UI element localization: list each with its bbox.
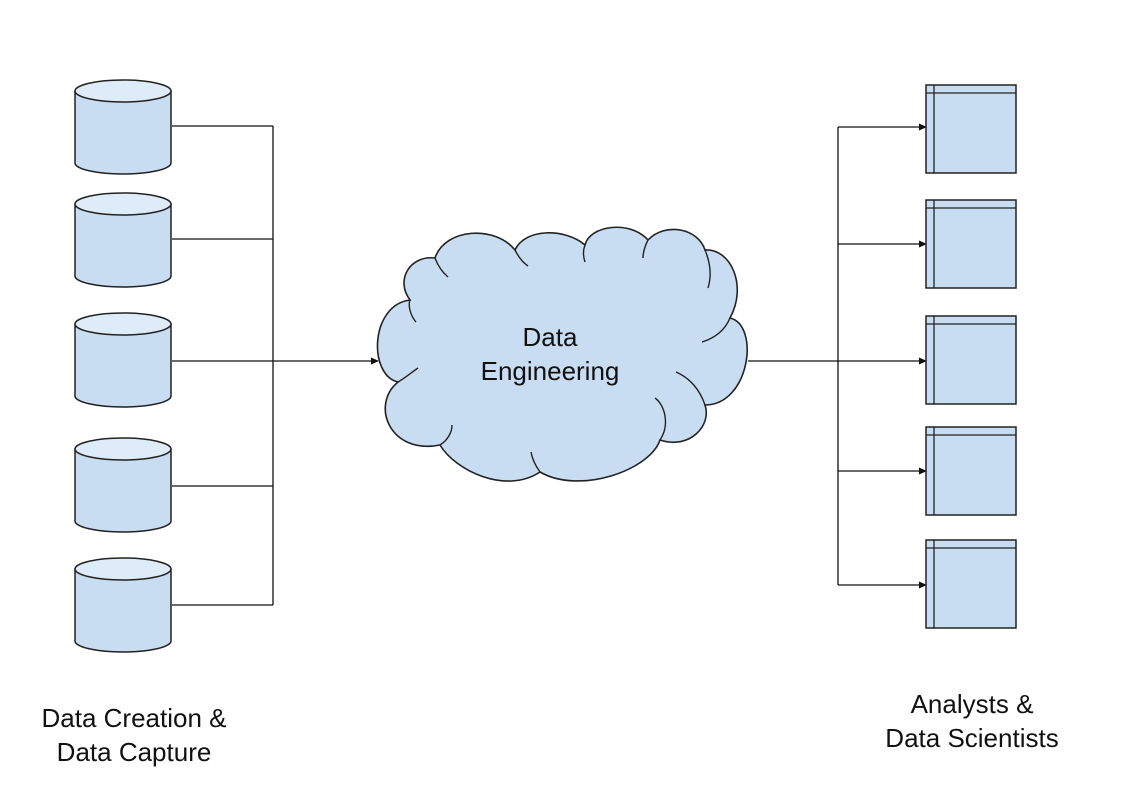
center-label: Data Engineering <box>450 320 650 388</box>
cloud-inner-curve <box>408 299 417 323</box>
database-top <box>74 312 172 336</box>
consumers-label: Analysts & Data Scientists <box>852 687 1092 755</box>
cloud-icon <box>376 226 748 482</box>
cloud-inner-curve <box>434 257 449 278</box>
database-top <box>74 437 172 461</box>
cloud-inner-curve <box>701 317 731 343</box>
cloud-inner-curve <box>439 424 453 446</box>
database-icon <box>74 437 172 533</box>
analyst-window-icon <box>925 199 1017 289</box>
database-body <box>74 90 172 175</box>
center-label-line2: Engineering <box>480 356 620 386</box>
window-frame <box>925 315 1017 405</box>
sources-label: Data Creation & Data Capture <box>14 701 254 769</box>
center-label-line1: Data <box>522 322 578 352</box>
window-frame <box>925 199 1017 289</box>
analyst-window-icon <box>925 84 1017 174</box>
analyst-window-icon <box>925 315 1017 405</box>
database-icon <box>74 192 172 288</box>
analyst-window-icon <box>925 426 1017 516</box>
cloud-inner-curve <box>514 249 529 267</box>
cloud-inner-curve <box>654 397 667 441</box>
sources-label-line1: Data Creation & <box>41 703 227 733</box>
window-frame <box>925 84 1017 174</box>
database-body <box>74 203 172 288</box>
source-connectors <box>172 125 379 606</box>
consumers-label-line1: Analysts & <box>910 689 1034 719</box>
data-engineering-cloud <box>376 226 748 482</box>
data-sources <box>74 79 172 653</box>
analyst-window-icon <box>925 539 1017 629</box>
cloud-inner-curve <box>582 244 586 263</box>
database-top <box>74 192 172 216</box>
sources-label-line2: Data Capture <box>56 737 212 767</box>
database-body <box>74 568 172 653</box>
database-icon <box>74 557 172 653</box>
database-top <box>74 79 172 103</box>
consumers-label-line2: Data Scientists <box>885 723 1059 753</box>
database-body <box>74 323 172 408</box>
database-body <box>74 448 172 533</box>
cloud-inner-curve <box>397 367 419 383</box>
cloud-inner-curve <box>675 371 706 406</box>
cloud-inner-curve <box>530 451 541 473</box>
database-icon <box>74 312 172 408</box>
data-consumers <box>925 84 1017 629</box>
database-top <box>74 557 172 581</box>
database-icon <box>74 79 172 175</box>
cloud-inner-curve <box>704 249 711 289</box>
consumer-connectors <box>748 123 927 589</box>
cloud-inner-curve <box>642 239 649 259</box>
window-frame <box>925 426 1017 516</box>
window-frame <box>925 539 1017 629</box>
